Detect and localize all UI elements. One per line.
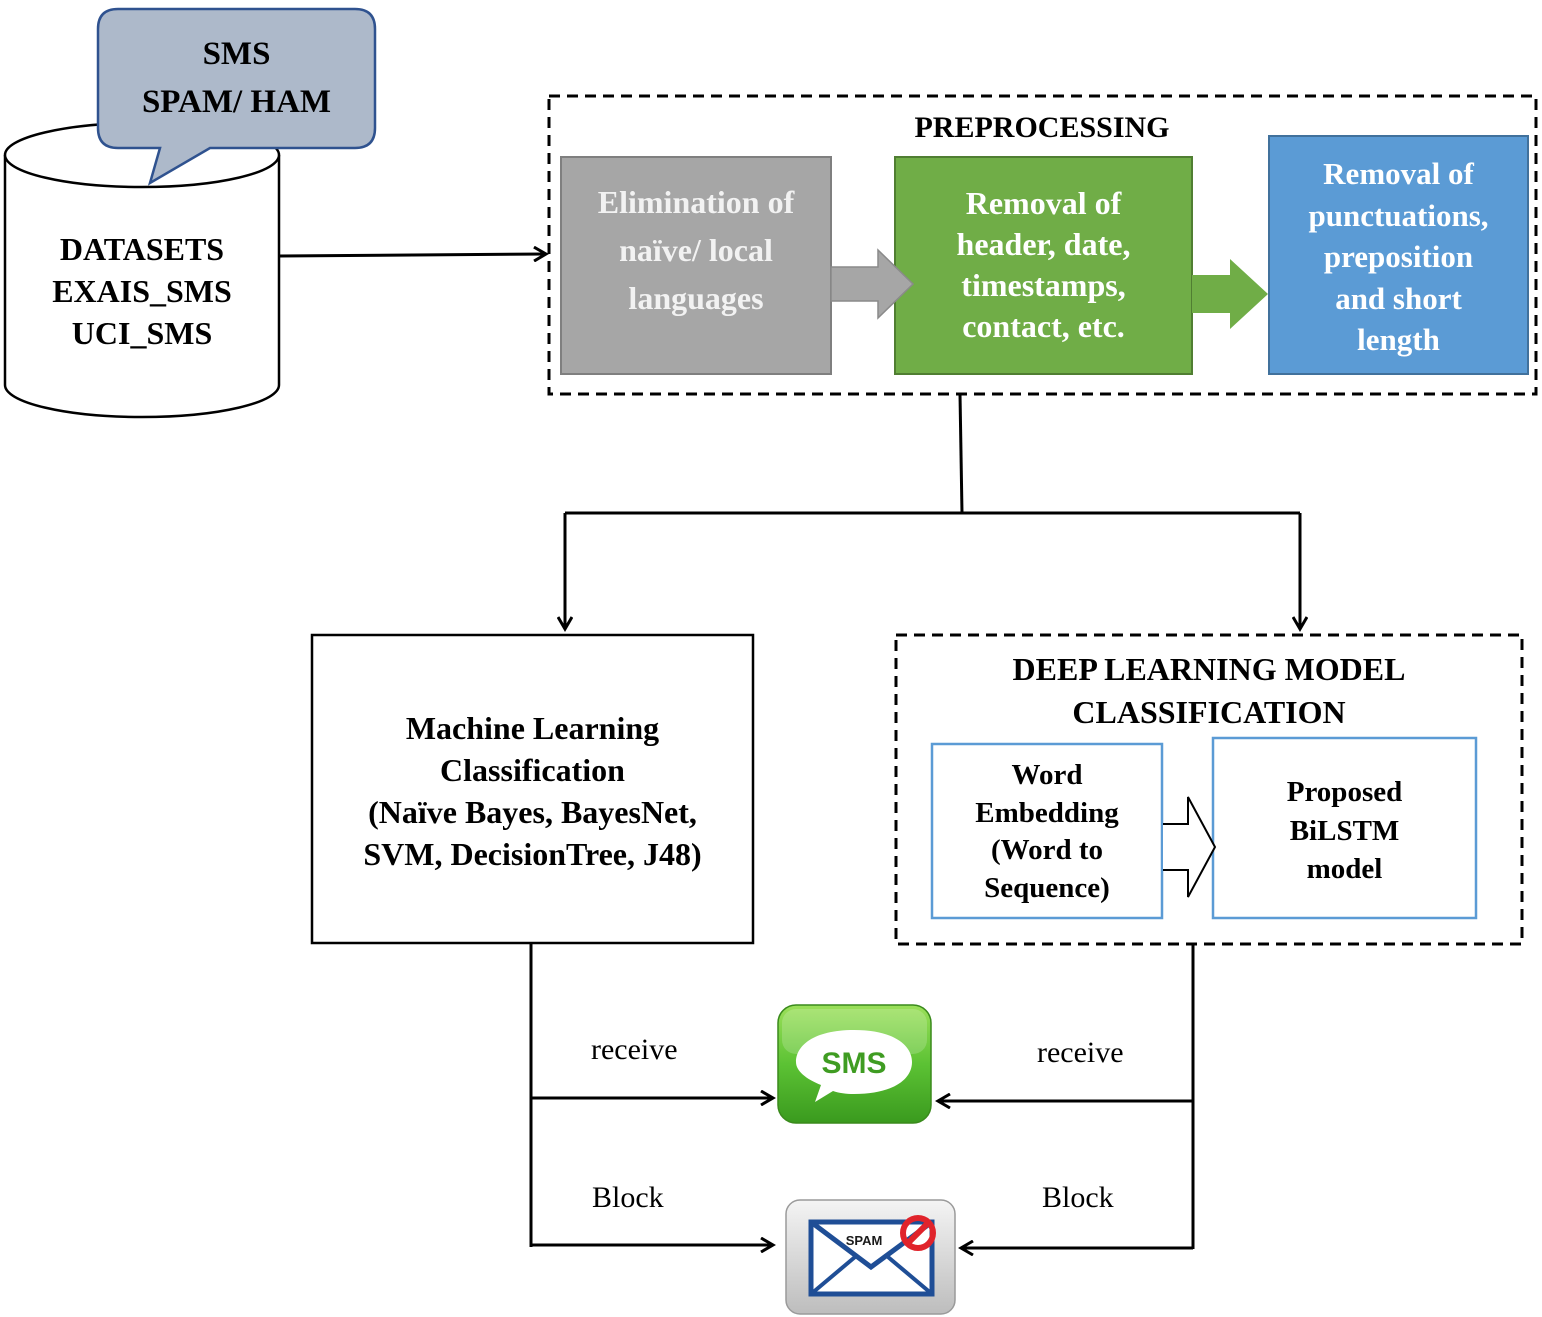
preprocessing-frame: [547, 94, 1538, 396]
step3-label: Removal of punctuations, preposition and…: [1308, 156, 1489, 357]
step2-box: [894, 156, 1193, 375]
word-embedding-label: Word Embedding (Word to Sequence): [975, 759, 1119, 904]
preprocessing-title: PREPROCESSING: [914, 111, 1170, 144]
ml-output-connectors: [529, 943, 773, 1247]
step1-box: [560, 156, 832, 375]
dl-frame: [894, 633, 1524, 946]
split-connector: [565, 393, 1300, 629]
ml-block-label: Block: [592, 1181, 664, 1214]
sms-speech-bubble: [96, 7, 377, 186]
dl-output-connectors: [938, 944, 1195, 1249]
bubble-label: SMS SPAM/ HAM: [141, 36, 332, 120]
spam-icon-text: SPAM: [846, 1233, 883, 1248]
arrow-step2-to-step3: [1192, 259, 1268, 329]
sms-icon-text: SMS: [821, 1047, 886, 1080]
no-entry-icon: [900, 1215, 936, 1251]
datasets-label: DATASETS EXAIS_SMS UCI_SMS: [52, 231, 232, 351]
dl-block-label: Block: [1042, 1181, 1114, 1214]
step3-box: [1268, 135, 1529, 375]
dl-receive-label: receive: [1037, 1036, 1124, 1069]
ml-classification-box: [310, 633, 755, 945]
ml-classification-label: Machine Learning Classification (Naïve B…: [363, 710, 702, 872]
arrow-step1-to-step2: [830, 248, 915, 320]
ml-receive-label: receive: [591, 1033, 678, 1066]
bilstm-box: [1211, 736, 1478, 920]
arrow-embedding-to-bilstm: [1163, 796, 1217, 898]
spam-block-icon: SPAM: [785, 1199, 956, 1315]
step2-label: Removal of header, date, timestamps, con…: [956, 185, 1131, 344]
word-embedding-box: [930, 742, 1164, 920]
step1-label: Elimination of naïve/ local languages: [597, 184, 795, 316]
arrow-datasets-to-preprocessing: [279, 254, 546, 256]
bilstm-label: Proposed BiLSTM model: [1286, 776, 1403, 885]
sms-receive-icon: SMS: [777, 1004, 932, 1124]
dl-title: DEEP LEARNING MODEL CLASSIFICATION: [1012, 651, 1406, 730]
